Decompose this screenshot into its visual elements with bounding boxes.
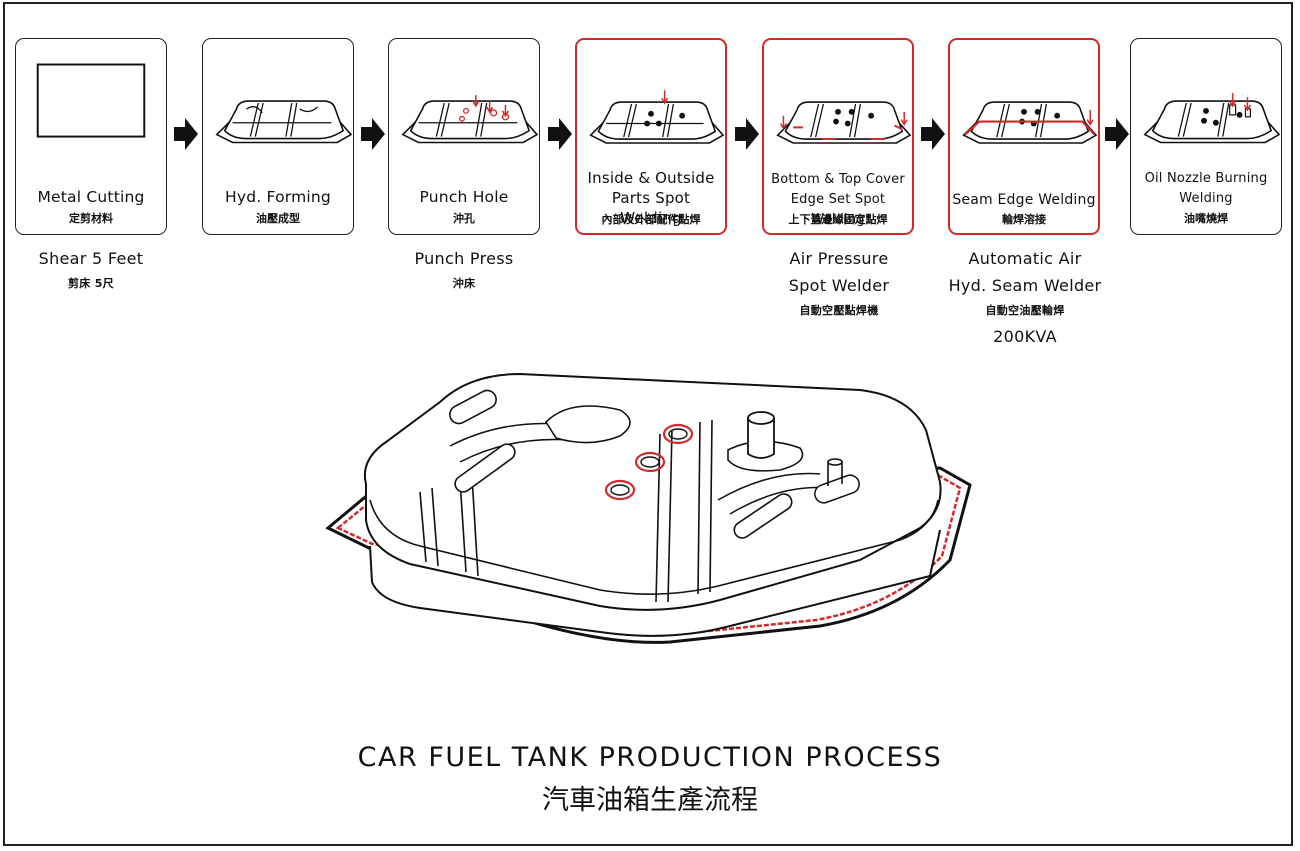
nozzle-weld-tank-icon <box>1143 93 1281 144</box>
step-label: Seam Edge Welding <box>952 192 1096 208</box>
punched-tank-icon <box>401 95 539 144</box>
step-label-zh: 上下蓋邊緣固定點焊 <box>788 213 888 226</box>
step-label: Bottom & Top Cover Edge Set Spot Welding <box>771 172 905 227</box>
step-label-zh: 油壓成型 <box>256 212 300 225</box>
step-label-zh: 內部及外部配件點焊 <box>601 213 701 226</box>
diagram-title: CAR FUEL TANK PRODUCTION PROCESS <box>357 742 943 773</box>
flow-arrow-icon <box>361 118 385 150</box>
step-label-zh: 油嘴燒焊 <box>1184 212 1228 225</box>
step-label-zh: 定剪材料 <box>69 212 113 225</box>
diagram-frame <box>3 2 1293 846</box>
step-punch-hole: Punch Hole 沖孔 <box>388 38 540 235</box>
step-label: Oil Nozzle Burning Welding <box>1144 171 1268 206</box>
step-label-zh: 輪焊溶接 <box>1002 213 1046 226</box>
flow-arrow-icon <box>735 118 759 150</box>
step-hyd-forming: Hyd. Forming 油壓成型 <box>202 38 354 235</box>
machine-spot-welder: Air Pressure Spot Welder 自動空壓點焊機 <box>788 249 890 317</box>
step-label-zh: 沖孔 <box>453 212 475 225</box>
step-oil-nozzle-welding: Oil Nozzle Burning Welding 油嘴燒焊 <box>1130 38 1282 235</box>
step-metal-cutting: Metal Cutting 定剪材料 <box>15 38 167 235</box>
formed-tank-half-icon <box>215 100 353 144</box>
step-edge-spot-welding: Bottom & Top Cover Edge Set Spot Welding… <box>762 38 914 235</box>
diagram-title-zh: 汽車油箱生產流程 <box>542 785 758 816</box>
flow-arrow-icon <box>548 118 572 150</box>
step-label: Metal Cutting <box>37 188 145 206</box>
step-label: Punch Hole <box>419 188 509 206</box>
step-seam-edge-welding: Seam Edge Welding 輪焊溶接 <box>948 38 1100 235</box>
fuel-tank-illustration <box>325 372 972 644</box>
machine-seam-welder: Automatic Air Hyd. Seam Welder 自動空油壓輪焊 2… <box>948 249 1102 346</box>
spot-weld-tank-icon <box>589 90 725 144</box>
seam-weld-tank-icon <box>962 101 1098 144</box>
step-spot-welding: Inside & Outside Parts Spot Welding 內部及外… <box>575 38 727 235</box>
flow-arrow-icon <box>921 118 945 150</box>
step-label: Inside & Outside Parts Spot Welding <box>587 169 715 227</box>
machine-shear: Shear 5 Feet 剪床 5尺 <box>38 249 144 290</box>
step-label: Hyd. Forming <box>225 188 331 206</box>
edge-weld-tank-icon <box>776 101 912 144</box>
machine-punch-press: Punch Press 沖床 <box>414 249 514 290</box>
flow-arrow-icon <box>174 118 198 150</box>
metal-sheet-icon <box>36 63 146 138</box>
flow-arrow-icon <box>1105 118 1129 150</box>
